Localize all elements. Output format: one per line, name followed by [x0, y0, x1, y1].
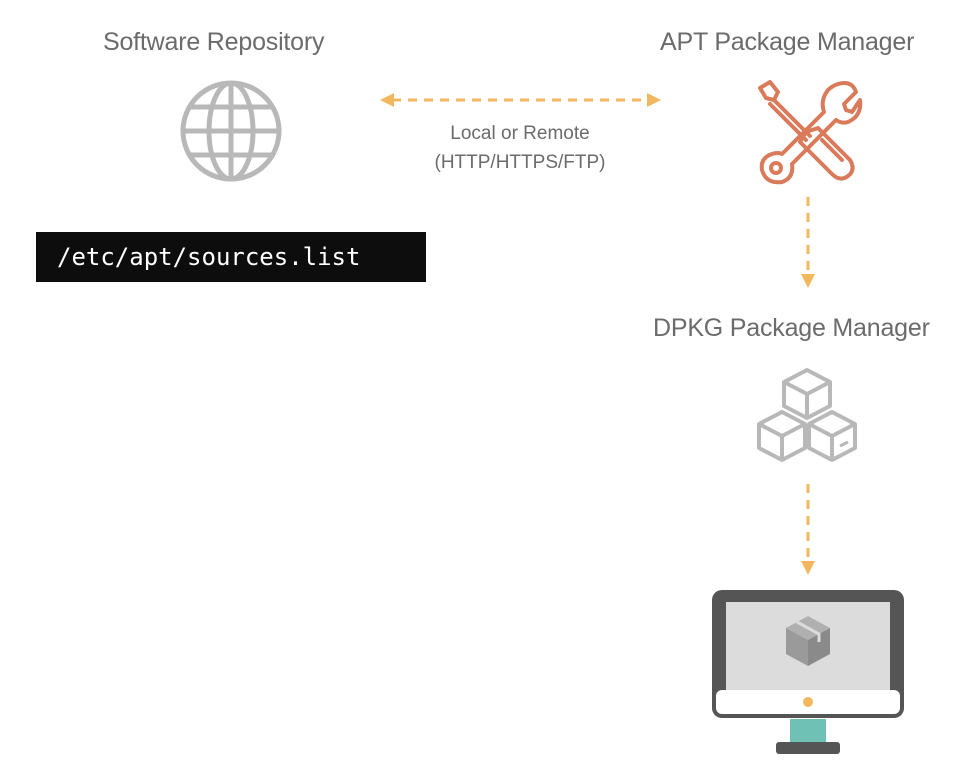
dpkg-package-manager-label: DPKG Package Manager: [653, 314, 930, 342]
dpkg-to-computer-arrow: [801, 484, 815, 575]
sources-list-path: /etc/apt/sources.list: [36, 232, 426, 282]
software-repository-label: Software Repository: [103, 28, 325, 56]
wrench-screwdriver-icon: [758, 80, 863, 185]
desktop-monitor-package-icon: [712, 590, 904, 754]
apt-package-manager-label: APT Package Manager: [660, 28, 915, 56]
stacked-boxes-icon: [757, 368, 857, 462]
globe-icon: [180, 80, 282, 182]
bidirectional-arrow: [380, 93, 661, 107]
connection-protocols-label: (HTTP/HTTPS/FTP): [434, 152, 606, 173]
apt-to-dpkg-arrow: [801, 197, 815, 288]
connection-type-label: Local or Remote: [450, 123, 590, 144]
